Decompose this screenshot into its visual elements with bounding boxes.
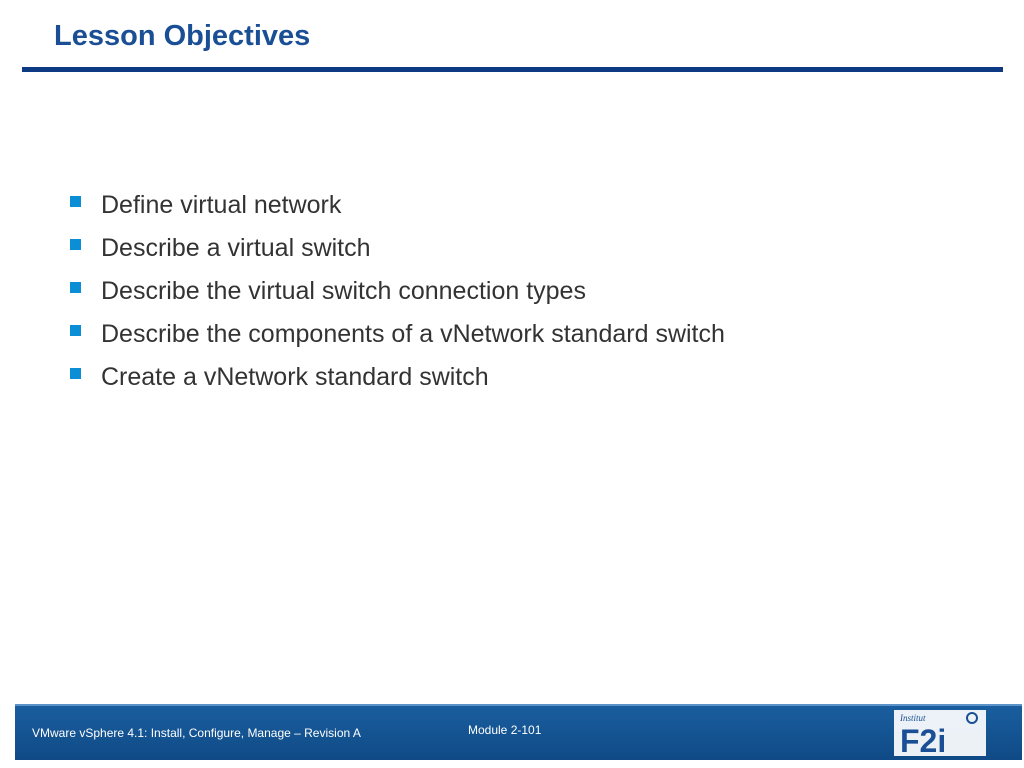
square-bullet-icon — [70, 196, 81, 207]
f2i-logo: Institut F2i — [894, 710, 986, 756]
square-bullet-icon — [70, 239, 81, 250]
list-item-text: Describe the components of a vNetwork st… — [101, 320, 725, 348]
slide-footer: VMware vSphere 4.1: Install, Configure, … — [15, 704, 1022, 760]
list-item-text: Define virtual network — [101, 191, 342, 219]
svg-text:Institut: Institut — [899, 713, 926, 723]
square-bullet-icon — [70, 368, 81, 379]
list-item: Describe the virtual switch connection t… — [70, 270, 725, 313]
list-item-text: Describe a virtual switch — [101, 234, 371, 262]
list-item-text: Create a vNetwork standard switch — [101, 363, 489, 391]
objectives-list: Define virtual network Describe a virtua… — [70, 184, 725, 399]
list-item: Describe the components of a vNetwork st… — [70, 313, 725, 356]
title-divider — [22, 67, 1003, 72]
list-item-text: Describe the virtual switch connection t… — [101, 277, 586, 305]
list-item: Create a vNetwork standard switch — [70, 356, 725, 399]
list-item: Define virtual network — [70, 184, 725, 227]
square-bullet-icon — [70, 282, 81, 293]
square-bullet-icon — [70, 325, 81, 336]
module-number: Module 2-101 — [468, 723, 542, 737]
course-title: VMware vSphere 4.1: Install, Configure, … — [32, 726, 361, 740]
list-item: Describe a virtual switch — [70, 227, 725, 270]
svg-text:F2i: F2i — [900, 723, 946, 756]
page-title: Lesson Objectives — [54, 20, 311, 52]
